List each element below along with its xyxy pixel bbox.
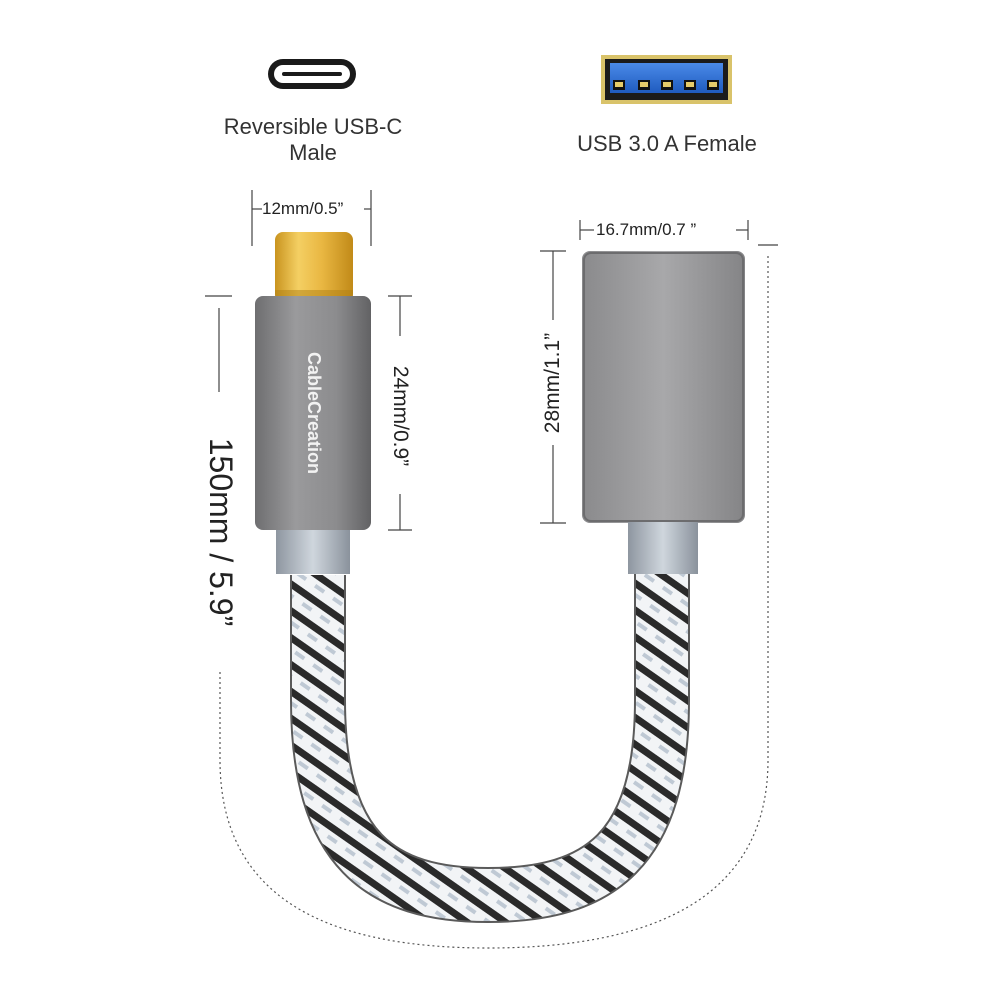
usb-a-female-connector (582, 251, 745, 574)
usb-c-label: Reversible USB-C Male (186, 114, 440, 166)
usb-c-port-icon (268, 59, 356, 89)
usb-a-length-label: 28mm/1.1” (541, 332, 564, 434)
brand-text: CableCreation (304, 351, 324, 475)
usb-c-tip-width-label: 12mm/0.5” (262, 199, 344, 218)
dimension-lines (205, 190, 778, 531)
cable-length-guide (219, 255, 769, 949)
usb-c-label-line2: Male (289, 140, 337, 165)
usb-c-housing-length-label: 24mm/0.9” (389, 365, 412, 467)
usb-a-label: USB 3.0 A Female (577, 131, 757, 156)
usb-c-label-line1: Reversible USB-C (223, 114, 403, 139)
cable-length-label: 150mm / 5.9” (203, 437, 239, 627)
usb-a-port-icon (601, 55, 732, 104)
usb-c-male-connector (255, 232, 371, 574)
usb-a-width-label: 16.7mm/0.7 ” (596, 220, 697, 239)
